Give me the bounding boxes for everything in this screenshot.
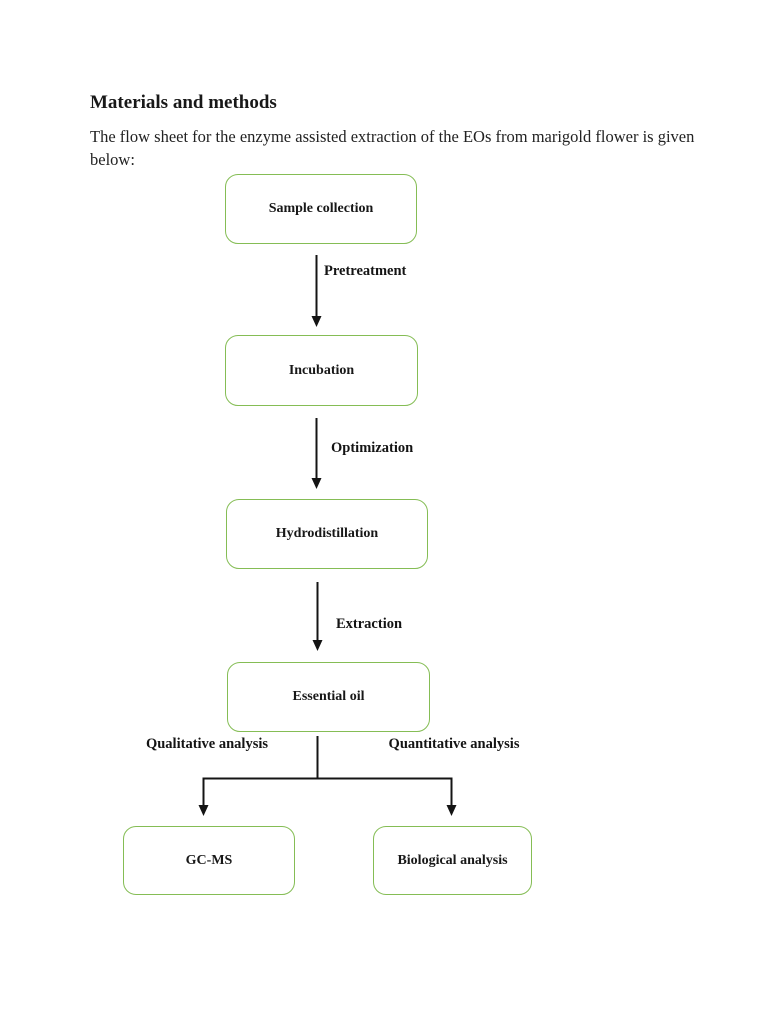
edge-label-quantitative-analysis: Quantitative analysis — [388, 736, 520, 752]
intro-line-1: The flow sheet for the enzyme assisted e… — [90, 127, 695, 146]
intro-paragraph: The flow sheet for the enzyme assisted e… — [90, 125, 694, 171]
node-sample-collection: Sample collection — [225, 174, 417, 244]
node-biological-analysis: Biological analysis — [373, 826, 532, 895]
arrow-extraction-head — [312, 640, 323, 651]
arrow-pretreatment-head — [311, 316, 322, 327]
edge-label-qualitative-analysis: Qualitative analysis — [145, 736, 269, 752]
node-hydrodistillation: Hydrodistillation — [226, 499, 428, 569]
arrow-quantitative-head — [446, 805, 457, 816]
node-incubation-label: Incubation — [288, 362, 355, 378]
node-essential-oil-label: Essential oil — [292, 689, 365, 704]
node-incubation: Incubation — [225, 335, 418, 406]
node-biological-analysis-label: Biological analysis — [397, 852, 508, 868]
node-gc-ms-label: GC-MS — [185, 852, 233, 868]
node-essential-oil: Essential oil — [227, 662, 430, 732]
edge-label-optimization: Optimization — [331, 440, 414, 456]
edge-label-extraction: Extraction — [336, 616, 403, 632]
branch-tee-line — [202, 777, 453, 806]
node-sample-collection-label: Sample collection — [268, 201, 374, 216]
section-heading: Materials and methods — [90, 92, 277, 113]
edge-label-pretreatment: Pretreatment — [324, 263, 407, 279]
arrow-qualitative-head — [198, 805, 209, 816]
arrow-optimization-head — [311, 478, 322, 489]
node-gc-ms: GC-MS — [123, 826, 295, 895]
intro-line-2: below: — [90, 150, 135, 169]
node-hydrodistillation-label: Hydrodistillation — [275, 526, 379, 541]
